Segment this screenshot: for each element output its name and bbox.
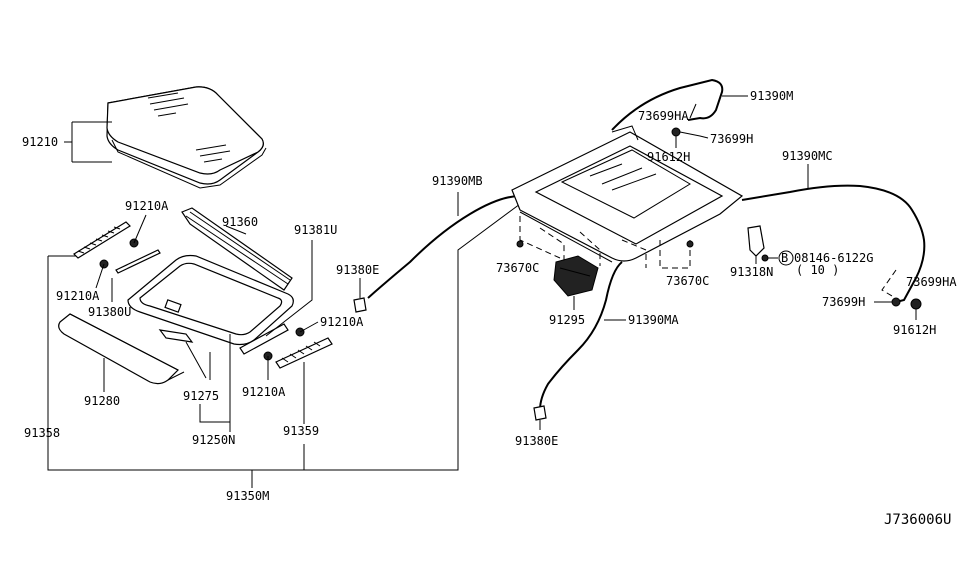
label-91210: 91210: [22, 135, 58, 149]
leader-91360: [225, 225, 247, 235]
label-91295: 91295: [549, 313, 585, 327]
label-91358: 91358: [24, 426, 60, 440]
sunroof-housing: [511, 125, 744, 263]
bolt-mark: B: [781, 251, 788, 265]
leader-91210A-left: [95, 214, 147, 289]
leader-91210A-right: [267, 321, 319, 380]
label-91318N: 91318N: [730, 265, 773, 279]
left-guide-rail: [73, 221, 139, 269]
label-91359: 91359: [283, 424, 319, 438]
sunroof-frame: [127, 254, 294, 346]
leader-91381U: [265, 240, 313, 337]
leader-91210: [64, 121, 112, 163]
wind-deflector-91275: [158, 329, 194, 343]
label-91612H-right: 91612H: [893, 323, 936, 337]
bolt-b-icon: [778, 250, 794, 266]
leader-73699HA-top: [689, 103, 697, 119]
front-seal-91360: [181, 207, 293, 291]
label-91275: 91275: [183, 389, 219, 403]
leader-91250N: [199, 334, 231, 432]
bracket-91318N: [747, 225, 765, 257]
label-73699HA-top: 73699HA: [638, 109, 689, 123]
drain-hose-91390MA: [539, 261, 623, 411]
drain-hose-91390MC: [741, 184, 926, 303]
leader-73699H-top: [679, 131, 709, 139]
label-91210A-top: 91210A: [125, 199, 169, 213]
label-91612H-top: 91612H: [647, 150, 690, 164]
label-73670C-right: 73670C: [666, 274, 709, 288]
grommet-91380E-upper: [353, 297, 367, 313]
diagram-code: J736006U: [884, 512, 951, 528]
label-73699H-top: 73699H: [710, 132, 753, 146]
label-91210A-bottom: 91210A: [242, 385, 286, 399]
drain-channel-91380U: [115, 249, 161, 274]
label-91380U: 91380U: [88, 305, 131, 319]
leader-91275: [185, 341, 211, 380]
right-guide-rail: [263, 327, 333, 369]
label-08146-6122G: 08146-6122G: [794, 251, 873, 265]
label-91381U: 91381U: [294, 223, 337, 237]
rear-trim-91381U: [239, 323, 289, 355]
sunshade-panel: [58, 313, 185, 385]
label-91360: 91360: [222, 215, 258, 229]
sunroof-motor: [553, 255, 599, 297]
drain-hose-91390MB: [367, 195, 521, 299]
label-91390M: 91390M: [750, 89, 793, 103]
drain-hose-91390M: [611, 78, 724, 131]
label-73699HA-right: 73699HA: [906, 275, 957, 289]
label-91390MB: 91390MB: [432, 174, 483, 188]
glass-panel-assembly: [106, 86, 267, 189]
label-91350M: 91350M: [226, 489, 269, 503]
label-91250N: 91250N: [192, 433, 235, 447]
label-91390MC: 91390MC: [782, 149, 833, 163]
dash-lines-73670C: [519, 216, 691, 269]
dash-73699HA-right: [881, 269, 897, 297]
label-73699H-right: 73699H: [822, 295, 865, 309]
label-91280: 91280: [84, 394, 120, 408]
grommet-91380E-lower: [533, 405, 547, 421]
label-91380E-lower: 91380E: [515, 434, 558, 448]
leader-91350M: [47, 203, 521, 488]
label-91380E-upper: 91380E: [336, 263, 379, 277]
label-91210A-left: 91210A: [56, 289, 100, 303]
label-08146-qty: ( 10 ): [796, 263, 839, 277]
label-91210A-right: 91210A: [320, 315, 364, 329]
label-91390MA: 91390MA: [628, 313, 679, 327]
label-73670C-left: 73670C: [496, 261, 539, 275]
